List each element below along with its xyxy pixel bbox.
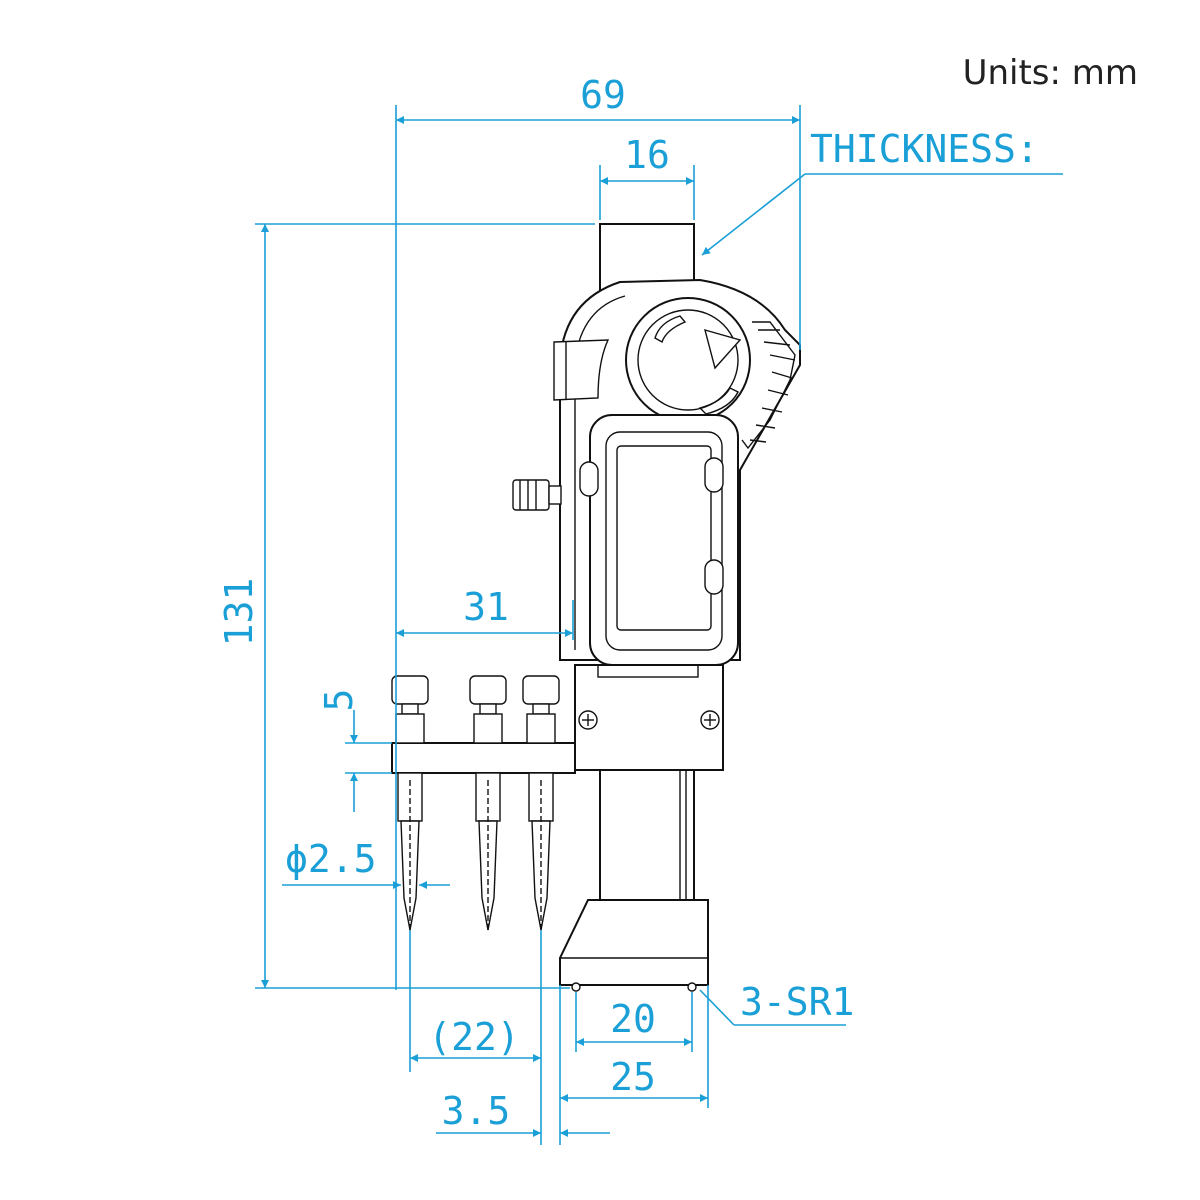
dim-probe-diameter: ϕ2.5 [285,837,377,881]
dim-overall-width: 69 [580,73,626,117]
dim-base-length: 25 [610,1055,656,1099]
instrument-outline [391,223,801,992]
dimension-lines [255,105,1063,1145]
thickness-label: THICKNESS: [810,127,1039,171]
dim-base-contact: 20 [610,997,656,1041]
units-label: Units: mm [963,53,1138,93]
dim-offset: 3.5 [442,1089,511,1133]
dim-probe-holder: 5 [317,689,361,712]
dim-ball-radius: 3-SR1 [740,980,854,1024]
dim-column-width: 16 [624,133,670,177]
dim-overall-height: 131 [217,578,261,647]
dim-probe-spacing: (22) [428,1015,520,1059]
dim-reach: 31 [463,585,509,629]
